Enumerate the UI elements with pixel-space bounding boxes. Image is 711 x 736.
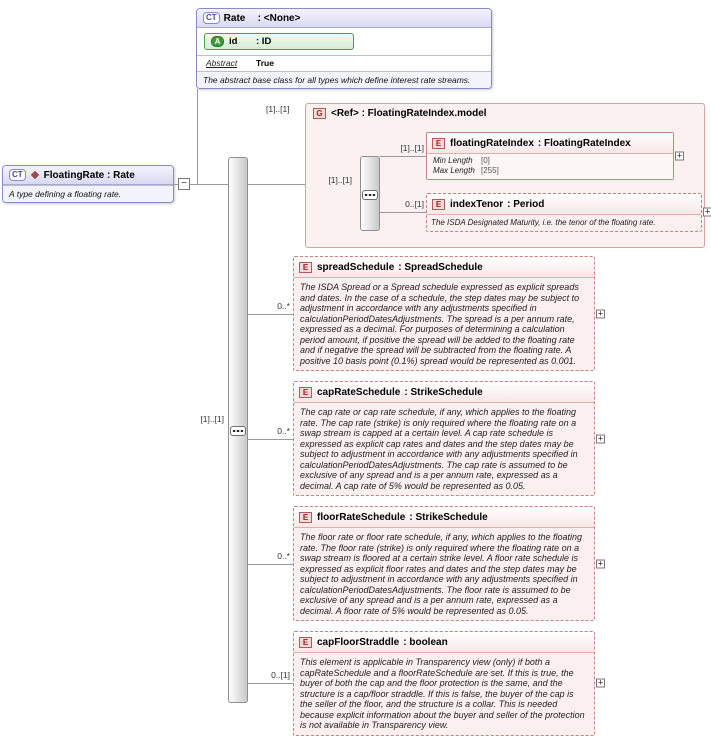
connector-line (197, 89, 198, 184)
element-name: floatingRateIndex (450, 137, 534, 149)
base-type-name: Rate (223, 12, 246, 24)
element-name: indexTenor (450, 198, 504, 210)
abstract-facet-value: True (256, 58, 274, 68)
element-icon: E (299, 511, 312, 523)
complex-type-icon: CT (203, 12, 220, 24)
connector-line (248, 184, 305, 185)
element-box-floatingrateindex[interactable]: E floatingRateIndex: FloatingRateIndex M… (426, 132, 684, 180)
element-type: : StrikeSchedule (409, 511, 488, 523)
abstract-facet-row: Abstract True (197, 55, 491, 71)
element-icon: E (432, 198, 445, 210)
complex-type-icon: CT (9, 169, 26, 181)
connector-line (248, 314, 293, 315)
element-icon: E (299, 636, 312, 648)
abstract-facet-label: Abstract (206, 58, 238, 68)
attribute-type: : ID (256, 36, 272, 47)
connector-line (174, 184, 228, 185)
element-annotation: The ISDA Designated Maturity, i.e. the t… (431, 218, 656, 227)
expand-plus-icon[interactable]: + (596, 558, 605, 568)
group-title: <Ref> : FloatingRateIndex.model (331, 108, 487, 119)
facet-label: Max Length (433, 166, 475, 175)
element-header: E capRateSchedule: StrikeSchedule (294, 382, 594, 403)
facet-table: Min Length [0] Max Length [255] (427, 154, 673, 179)
base-type-supertype: : <None> (257, 12, 301, 24)
facet-row: Min Length [0] (433, 156, 667, 166)
element-type: : FloatingRateIndex (537, 137, 631, 149)
expand-plus-icon[interactable]: + (703, 206, 711, 217)
occurrence-label-group: [1]..[1] (266, 104, 290, 114)
element-type: : Period (507, 198, 545, 210)
facet-label: Min Length (433, 156, 473, 165)
facet-value: [255] (481, 166, 499, 175)
connector-line (248, 439, 293, 440)
occurrence-label-spreadschedule: 0..* (277, 301, 290, 311)
attribute-icon: A (211, 36, 224, 47)
element-box-capfloorstraddle[interactable]: E capFloorStraddle: boolean This element… (293, 631, 605, 736)
group-icon: G (313, 108, 326, 119)
element-type: : SpreadSchedule (398, 261, 483, 273)
occurrence-label-group-sequence: [1]..[1] (328, 175, 352, 185)
occurrence-label-capfloorstraddle: 0..[1] (271, 670, 290, 680)
element-name: capRateSchedule (317, 386, 401, 398)
element-box-caprateschedule[interactable]: E capRateSchedule: StrikeSchedule The ca… (293, 381, 605, 496)
connector-line (380, 156, 426, 157)
base-type-content: A id : ID (197, 28, 491, 55)
sequence-icon (362, 188, 378, 200)
attribute-name: id (229, 36, 238, 47)
occurrence-label-caprateschedule: 0..* (277, 426, 290, 436)
type-name: FloatingRate (43, 169, 105, 181)
element-header: E indexTenor: Period (427, 194, 701, 215)
element-type: : StrikeSchedule (404, 386, 483, 398)
expand-plus-icon[interactable]: + (675, 150, 684, 161)
type-supertype: : Rate (107, 169, 135, 181)
facet-value: [0] (481, 156, 490, 165)
occurrence-label-floorrateschedule: 0..* (277, 551, 290, 561)
element-icon: E (299, 386, 312, 398)
element-annotation: The floor rate or floor rate schedule, i… (300, 532, 582, 616)
element-name: floorRateSchedule (317, 511, 406, 523)
type-box-floatingrate[interactable]: CT FloatingRate : Rate A type defining a… (2, 165, 174, 203)
facet-row: Max Length [255] (433, 166, 667, 176)
element-box-indextenor[interactable]: E indexTenor: Period The ISDA Designated… (426, 193, 711, 232)
expand-plus-icon[interactable]: + (596, 677, 605, 688)
collapse-toggle-icon[interactable]: − (178, 178, 190, 190)
expand-plus-icon[interactable]: + (596, 433, 605, 443)
type-header: CT FloatingRate : Rate (3, 166, 173, 185)
connector-line (380, 212, 426, 213)
occurrence-label-floatingrateindex: [1]..[1] (400, 143, 424, 153)
element-header: E floatingRateIndex: FloatingRateIndex (427, 133, 673, 154)
occurrence-label-main-sequence: [1]..[1] (200, 414, 224, 424)
element-icon: E (299, 261, 312, 273)
sequence-icon (230, 424, 246, 436)
connector-line (248, 683, 293, 684)
element-box-floorrateschedule[interactable]: E floorRateSchedule: StrikeSchedule The … (293, 506, 605, 621)
base-type-header: CT Rate : <None> (197, 9, 491, 28)
derivation-diamond-icon (30, 170, 39, 180)
type-annotation: A type defining a floating rate. (3, 185, 173, 202)
element-icon: E (432, 137, 445, 149)
element-annotation: The cap rate or cap rate schedule, if an… (300, 407, 578, 491)
group-header: G <Ref> : FloatingRateIndex.model (306, 104, 704, 123)
base-type-box-rate[interactable]: CT Rate: <None> A id : ID Abstract True … (196, 8, 492, 89)
element-box-spreadschedule[interactable]: E spreadSchedule: SpreadSchedule The ISD… (293, 256, 605, 371)
connector-line (248, 564, 293, 565)
element-header: E floorRateSchedule: StrikeSchedule (294, 507, 594, 528)
element-type: : boolean (403, 636, 448, 648)
element-annotation: The ISDA Spread or a Spread schedule exp… (300, 282, 580, 366)
element-annotation: This element is applicable in Transparen… (300, 657, 585, 730)
element-header: E capFloorStraddle: boolean (294, 632, 594, 653)
group-box-floatingrateindex-model[interactable]: G <Ref> : FloatingRateIndex.model E floa… (305, 103, 711, 248)
expand-plus-icon[interactable]: + (596, 308, 605, 318)
element-name: capFloorStraddle (317, 636, 400, 648)
occurrence-label-indextenor: 0..[1] (405, 199, 424, 209)
attribute-box-id[interactable]: A id : ID (204, 33, 354, 50)
base-type-annotation: The abstract base class for all types wh… (197, 71, 491, 88)
element-header: E spreadSchedule: SpreadSchedule (294, 257, 594, 278)
element-name: spreadSchedule (317, 261, 395, 273)
